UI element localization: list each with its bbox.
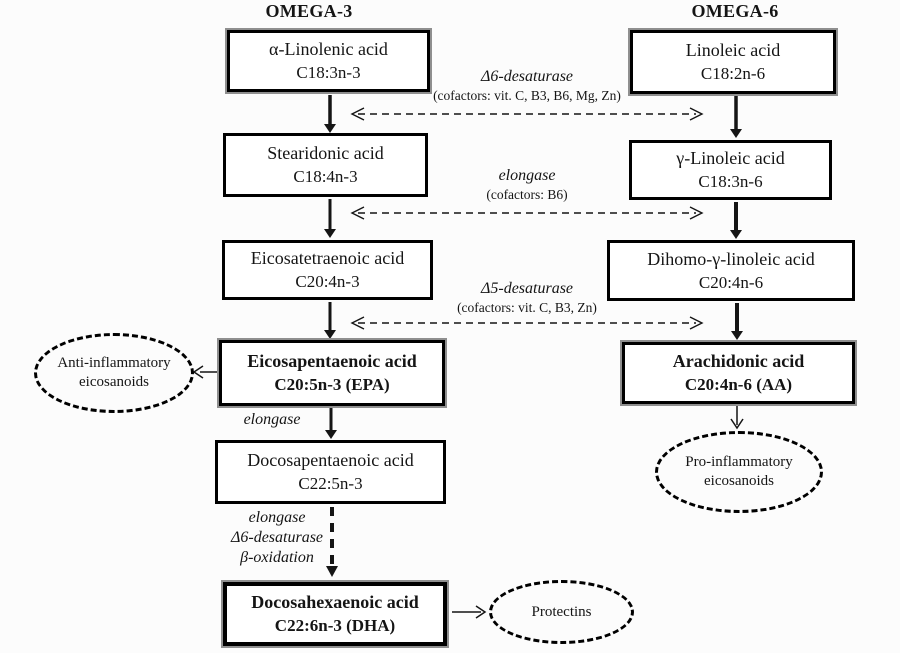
box-formula: C18:3n-3 (296, 63, 361, 82)
arrow-eicosatetraenoic-to-epa (324, 302, 336, 339)
arrow-dihomo-to-arachidonic (731, 303, 743, 340)
box-eicosatetraenoic-acid: Eicosatetraenoic acid C20:4n-3 (222, 240, 433, 300)
box-name: Linoleic acid (685, 40, 781, 60)
box-name: α-Linolenic acid (269, 39, 388, 59)
enzyme-delta5-desaturase: Δ5-desaturase (cofactors: vit. C, B3, Zn… (377, 279, 677, 316)
box-name: Arachidonic acid (672, 351, 805, 371)
enzyme-elongase: elongase (cofactors: B6) (377, 166, 677, 203)
box-formula: C22:5n-3 (298, 474, 363, 493)
omega6-title: OMEGA-6 (691, 1, 779, 21)
ellipse-text-line1: Pro-inflammatory (685, 454, 793, 470)
enzyme-name: elongase (498, 167, 556, 184)
box-formula: C22:6n-3 (DHA) (274, 616, 396, 635)
box-arachidonic-acid-aa: Arachidonic acid C20:4n-6 (AA) (622, 342, 855, 404)
enzyme-cofactors: (cofactors: vit. C, B3, Zn) (457, 300, 597, 315)
arrow-delta5-desaturase-dashed (350, 316, 704, 330)
arrow-alpha-linolenic-to-stearidonic (324, 95, 336, 133)
arrow-linoleic-to-gamma-linoleic (730, 96, 742, 138)
box-eicosapentaenoic-acid-epa: Eicosapentaenoic acid C20:5n-3 (EPA) (219, 340, 445, 406)
box-name: Stearidonic acid (267, 143, 384, 163)
box-formula: C20:4n-6 (698, 272, 764, 292)
enzyme-cofactors: (cofactors: B6) (486, 187, 568, 202)
box-formula: C18:2n-6 (700, 64, 766, 83)
arrow-epa-to-docosapentaenoic (325, 408, 337, 439)
enzyme-cofactors: (cofactors: vit. C, B3, B6, Mg, Zn) (433, 88, 621, 103)
box-dihomo-gamma-linoleic-acid: Dihomo-γ-linoleic acid C20:4n-6 (607, 240, 855, 301)
ellipse-text-line1: Anti-inflammatory (57, 355, 171, 371)
ellipse-pro-inflammatory-eicosanoids: Pro-inflammatory eicosanoids (655, 431, 823, 513)
ellipse-text-line1: Protectins (531, 603, 592, 620)
box-name: Eicosatetraenoic acid (250, 248, 405, 268)
box-formula: C20:4n-3 (295, 272, 360, 291)
ellipse-anti-inflammatory-eicosanoids: Anti-inflammatory eicosanoids (34, 333, 194, 413)
box-name: Dihomo-γ-linoleic acid (647, 248, 815, 269)
box-gamma-linoleic-acid: γ-Linoleic acid C18:3n-6 (629, 140, 832, 200)
ellipse-text-line2: eicosanoids (79, 374, 149, 390)
ellipse-text-line2: eicosanoids (704, 473, 774, 489)
ellipse-protectins: Protectins (489, 580, 634, 644)
arrow-epa-to-anti-inflammatory (192, 365, 218, 379)
arrow-docosapentaenoic-to-dha-dashed (326, 507, 338, 577)
box-stearidonic-acid: Stearidonic acid C18:4n-3 (223, 133, 428, 197)
arrow-stearidonic-to-eicosatetraenoic (324, 199, 336, 238)
box-docosahexaenoic-acid-dha: Docosahexaenoic acid C22:6n-3 (DHA) (223, 582, 447, 646)
label-elongase-epa-to-dpa: elongase (243, 411, 301, 428)
omega3-title: OMEGA-3 (265, 1, 353, 21)
step-label-delta6-desaturase: Δ6-desaturase (230, 529, 324, 546)
box-name: Eicosapentaenoic acid (247, 351, 417, 371)
arrow-dha-to-protectins (452, 605, 487, 619)
box-docosapentaenoic-acid: Docosapentaenoic acid C22:5n-3 (215, 440, 446, 504)
enzyme-name: Δ5-desaturase (480, 280, 574, 297)
box-formula: C20:4n-6 (AA) (684, 375, 793, 394)
enzyme-name: Δ6-desaturase (480, 68, 574, 85)
arrow-delta6-desaturase-dashed (350, 107, 704, 121)
box-alpha-linolenic-acid: α-Linolenic acid C18:3n-3 (227, 30, 430, 92)
arrow-gamma-linoleic-to-dihomo (730, 202, 742, 239)
label-multistep-dpa-to-dha: elongase Δ6-desaturase β-oxidation (197, 508, 357, 568)
step-label-elongase: elongase (248, 509, 306, 526)
arrow-elongase-dashed (350, 206, 704, 220)
box-linoleic-acid: Linoleic acid C18:2n-6 (630, 30, 836, 94)
box-formula: C18:4n-3 (293, 167, 358, 186)
box-formula: C18:3n-6 (698, 172, 763, 191)
enzyme-delta6-desaturase: Δ6-desaturase (cofactors: vit. C, B3, B6… (377, 67, 677, 104)
box-name: γ-Linoleic acid (676, 148, 785, 168)
box-name: Docosapentaenoic acid (247, 450, 414, 470)
arrow-arachidonic-to-pro-inflammatory (730, 406, 744, 430)
box-formula: C20:5n-3 (EPA) (274, 375, 390, 394)
box-name: Docosahexaenoic acid (251, 592, 419, 612)
step-label-beta-oxidation: β-oxidation (240, 549, 314, 566)
